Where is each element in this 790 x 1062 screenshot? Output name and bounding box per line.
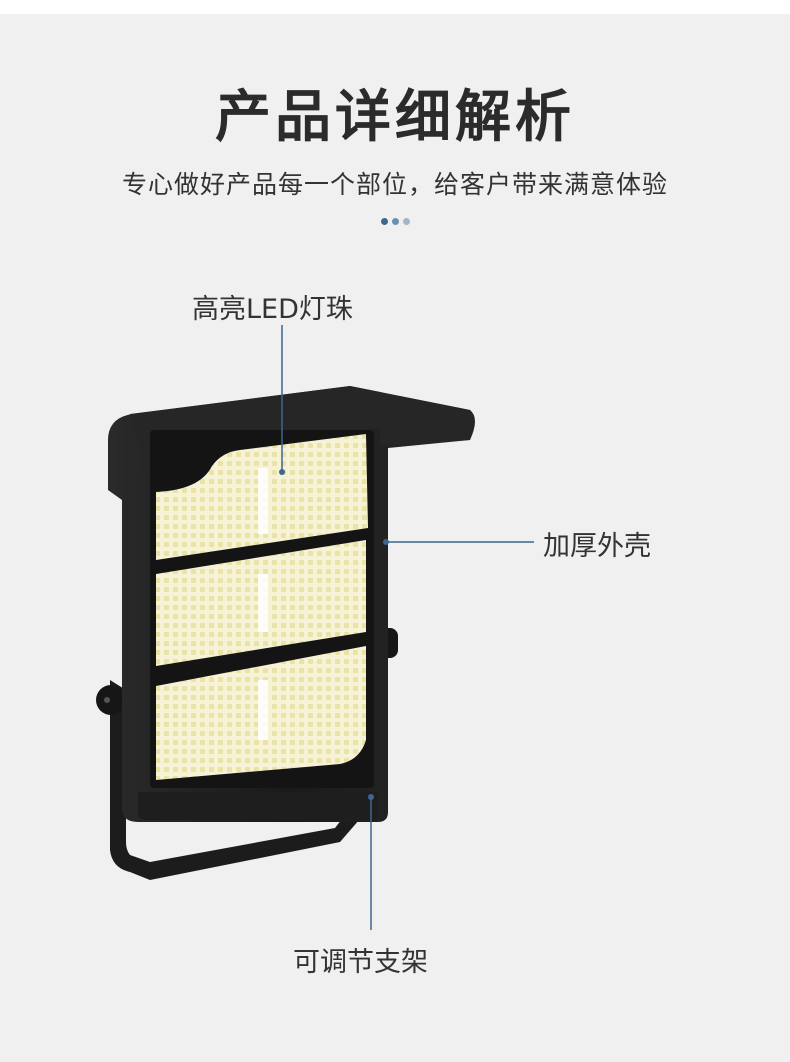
callout-label-led: 高亮LED灯珠 <box>192 294 353 325</box>
dot-1 <box>380 218 388 225</box>
page-title: 产品详细解析 <box>215 85 575 150</box>
top-visor <box>130 386 475 492</box>
left-knob <box>96 685 126 715</box>
dot-3 <box>402 218 410 225</box>
page-subtitle: 专心做好产品每一个部位，给客户带来满意体验 <box>121 170 668 199</box>
callout-label-bracket: 可调节支架 <box>293 947 428 978</box>
top-strip <box>0 0 790 14</box>
bracket-arm <box>110 680 385 880</box>
decorative-dots <box>0 218 790 228</box>
dot-2 <box>391 218 399 225</box>
callout-label-shell: 加厚外壳 <box>543 531 651 562</box>
